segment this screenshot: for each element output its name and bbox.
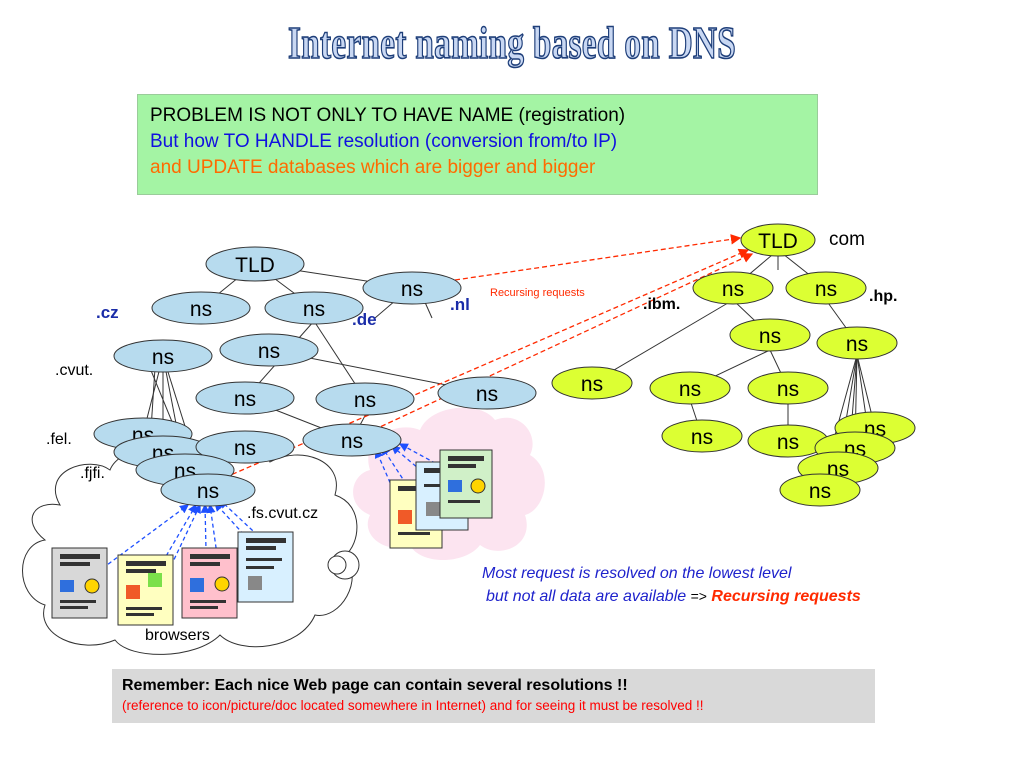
note-emphasis: Recursing requests (711, 588, 861, 605)
left-tree-nodes: TLD ns ns ns ns ns ns ns ns ns ns ns ns … (93, 246, 537, 507)
svg-text:ns: ns (846, 333, 868, 356)
ns-node: ns (219, 333, 319, 367)
remember-line-1: Remember: Each nice Web page can contain… (122, 677, 628, 694)
right-tree-nodes: TLD ns ns ns ns ns ns ns ns ns ns ns ns … (551, 223, 916, 507)
svg-text:ns: ns (197, 480, 219, 503)
ns-node: ns (692, 271, 774, 305)
svg-text:ns: ns (759, 325, 781, 348)
remember-line-2: (reference to icon/picture/doc located s… (122, 698, 704, 713)
tld-node-left: TLD (205, 246, 305, 282)
remember-box: Remember: Each nice Web page can contain… (112, 669, 875, 723)
ns-node: ns (437, 376, 537, 410)
svg-text:ns: ns (258, 340, 280, 363)
ns-node: ns (113, 339, 213, 373)
ns-node: ns (160, 473, 256, 507)
note-line-2-text: but not all data are available (486, 588, 687, 605)
svg-text:ns: ns (809, 480, 831, 503)
svg-text:ns: ns (190, 298, 212, 321)
svg-text:ns: ns (777, 378, 799, 401)
label-hp: .hp. (869, 288, 897, 305)
ns-node: ns (779, 473, 861, 507)
note-arrow: => (690, 588, 707, 604)
svg-text:ns: ns (581, 373, 603, 396)
note-line-1: Most request is resolved on the lowest l… (482, 565, 792, 582)
svg-text:ns: ns (815, 278, 837, 301)
ns-node: ns (302, 423, 402, 457)
svg-text:ns: ns (679, 378, 701, 401)
svg-text:TLD: TLD (758, 230, 798, 253)
ns-node: ns (747, 371, 829, 405)
label-fel: .fel. (46, 431, 72, 448)
document-icon (181, 547, 238, 619)
label-cvut: .cvut. (55, 362, 93, 379)
svg-text:ns: ns (341, 430, 363, 453)
document-icon (51, 547, 108, 619)
document-icon (117, 554, 174, 626)
ns-node: ns (816, 326, 898, 360)
svg-text:ns: ns (777, 431, 799, 454)
note-line-2: but not all data are available => Recurs… (482, 585, 861, 608)
ns-node: ns (661, 419, 743, 453)
ns-node: ns (315, 382, 415, 416)
document-icon (237, 531, 294, 603)
label-browsers: browsers (145, 627, 210, 644)
svg-text:ns: ns (691, 426, 713, 449)
svg-text:ns: ns (722, 278, 744, 301)
recursing-arrows (209, 234, 754, 485)
problem-box: PROBLEM IS NOT ONLY TO HAVE NAME (regist… (137, 94, 818, 195)
svg-text:ns: ns (152, 346, 174, 369)
label-com: com (829, 229, 865, 250)
ns-node: ns (649, 371, 731, 405)
ns-node: ns (785, 271, 867, 305)
label-ibm: .ibm. (643, 296, 680, 313)
problem-line-3: and UPDATE databases which are bigger an… (150, 157, 596, 178)
problem-line-2: But how TO HANDLE resolution (conversion… (150, 131, 618, 152)
slide-title: Internet naming based on DNS (287, 17, 737, 69)
ns-node: ns (264, 291, 364, 325)
resolution-note: Most request is resolved on the lowest l… (482, 562, 861, 608)
svg-text:ns: ns (234, 437, 256, 460)
ns-node: ns (551, 366, 633, 400)
svg-text:TLD: TLD (235, 254, 275, 277)
label-nl: .nl (450, 295, 470, 314)
label-fjfi: .fjfi. (80, 465, 105, 482)
svg-text:ns: ns (234, 388, 256, 411)
ns-node: ns (747, 424, 829, 458)
label-fs: .fs.cvut.cz (247, 505, 318, 522)
svg-text:ns: ns (401, 278, 423, 301)
svg-text:ns: ns (476, 383, 498, 406)
ns-node: ns (195, 430, 295, 464)
document-icon (439, 449, 493, 519)
label-de: .de (352, 310, 377, 329)
web-page-documents (51, 449, 493, 626)
ns-node: ns (151, 291, 251, 325)
ns-node: ns (195, 381, 295, 415)
svg-text:ns: ns (303, 298, 325, 321)
svg-text:ns: ns (354, 389, 376, 412)
label-cz: .cz (96, 303, 119, 322)
tld-node-right: TLD (740, 223, 816, 257)
problem-line-1: PROBLEM IS NOT ONLY TO HAVE NAME (regist… (150, 105, 626, 126)
ns-node: ns (362, 271, 462, 305)
label-recursing: Recursing requests (490, 287, 585, 299)
domain-labels: .cz .de .nl .cvut. .fel. .fjfi. .fs.cvut… (46, 229, 897, 644)
ns-node: ns (729, 318, 811, 352)
